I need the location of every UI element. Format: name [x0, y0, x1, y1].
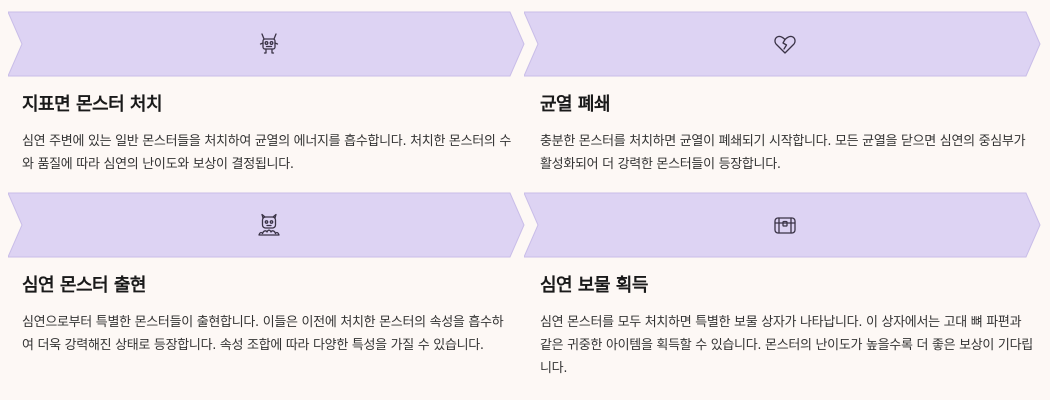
- broken-heart-icon: [774, 35, 796, 54]
- step-description: 심연 주변에 있는 일반 몬스터들을 처치하여 균열의 에너지를 흡수합니다. …: [22, 134, 512, 172]
- step-title: 지표면 몬스터 처치: [22, 94, 163, 115]
- step-description: 심연으로부터 특별한 몬스터들이 출현합니다. 이들은 이전에 처치한 몬스터의…: [22, 315, 504, 353]
- step-title: 심연 몬스터 출현: [22, 275, 146, 296]
- chevron-arrow-shape: [524, 192, 1041, 258]
- treasure-chest-icon: [774, 217, 796, 234]
- chevron-arrow-shape: [8, 192, 525, 258]
- chevron-arrow-shape: [524, 11, 1041, 77]
- flame-demon-icon: [258, 213, 280, 236]
- step-title: 균열 폐쇄: [540, 94, 611, 115]
- step-banner: [8, 192, 530, 258]
- monster-robot-icon: [259, 33, 279, 54]
- step-title: 심연 보물 획득: [540, 275, 648, 296]
- step-description: 심연 몬스터를 모두 처치하면 특별한 보물 상자가 나타납니다. 이 상자에서…: [540, 315, 1033, 376]
- step-description: 충분한 몬스터를 처치하면 균열이 폐쇄되기 시작합니다. 모든 균열을 닫으면…: [540, 134, 1026, 172]
- step-banner: [8, 11, 530, 77]
- step-banner: [524, 192, 1046, 258]
- step-banner: [524, 11, 1046, 77]
